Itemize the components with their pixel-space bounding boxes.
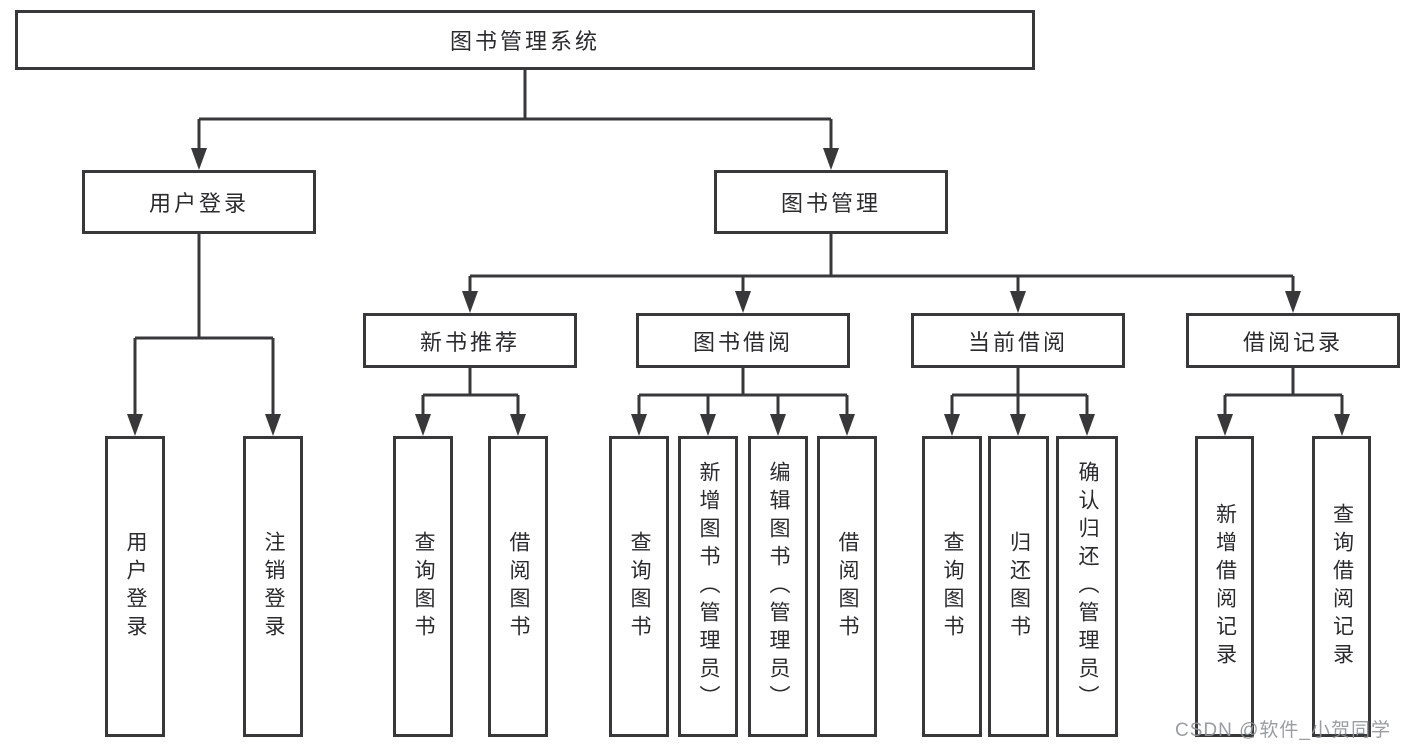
- node-root-label: 图书管理系统: [449, 29, 600, 54]
- leaf-cb-return-books: 归还图书: [988, 436, 1049, 737]
- leaf-nb-borrow-books-label: 借阅图书: [507, 530, 530, 643]
- arrowhead: [191, 148, 207, 170]
- arrowhead: [127, 414, 143, 436]
- node-book-borrowing-label: 图书借阅: [692, 329, 793, 355]
- node-new-book-recommend: 新书推荐: [363, 313, 577, 368]
- node-borrow-records: 借阅记录: [1186, 313, 1400, 368]
- node-book-management-label: 图书管理: [780, 191, 881, 216]
- leaf-bb-edit-books-admin-label: 编辑图书（管理员）: [767, 460, 790, 713]
- arrowhead: [823, 148, 839, 170]
- leaf-bb-query-books-label: 查询图书: [628, 530, 651, 643]
- arrowhead: [415, 414, 431, 436]
- arrowhead: [1010, 291, 1026, 313]
- leaf-bb-borrow-books: 借阅图书: [817, 436, 877, 737]
- leaf-logout: 注销登录: [243, 436, 303, 737]
- leaf-bb-edit-books-admin: 编辑图书（管理员）: [748, 436, 808, 737]
- leaf-logout-label: 注销登录: [262, 530, 285, 643]
- leaf-cb-confirm-return-admin-label: 确认归还（管理员）: [1076, 460, 1099, 713]
- arrowhead: [265, 414, 281, 436]
- arrowhead: [1334, 414, 1350, 436]
- node-root: 图书管理系统: [15, 10, 1035, 70]
- arrowhead: [510, 414, 526, 436]
- arrowhead: [631, 414, 647, 436]
- arrowhead: [700, 414, 716, 436]
- node-book-management: 图书管理: [714, 170, 948, 234]
- arrowhead: [462, 291, 478, 313]
- node-new-book-recommend-label: 新书推荐: [419, 329, 520, 355]
- node-user-login-label: 用户登录: [148, 191, 249, 216]
- leaf-br-query-record-label: 查询借阅记录: [1330, 502, 1354, 671]
- leaf-br-add-record-label: 新增借阅记录: [1213, 502, 1237, 671]
- arrowhead: [1079, 414, 1095, 436]
- arrowhead: [1010, 414, 1026, 436]
- leaf-nb-borrow-books: 借阅图书: [488, 436, 548, 737]
- arrowhead: [1285, 291, 1301, 313]
- leaf-bb-add-books-admin: 新增图书（管理员）: [678, 436, 738, 737]
- leaf-user-login-label: 用户登录: [124, 530, 147, 643]
- leaf-cb-confirm-return-admin: 确认归还（管理员）: [1056, 436, 1118, 737]
- leaf-nb-query-books-label: 查询图书: [412, 530, 435, 643]
- arrowhead: [944, 414, 960, 436]
- leaf-bb-query-books: 查询图书: [609, 436, 669, 737]
- leaf-user-login: 用户登录: [105, 436, 165, 737]
- node-borrow-records-label: 借阅记录: [1242, 329, 1343, 355]
- leaf-cb-query-books-label: 查询图书: [941, 530, 964, 643]
- leaf-nb-query-books: 查询图书: [393, 436, 453, 737]
- leaf-cb-return-books-label: 归还图书: [1007, 530, 1031, 643]
- leaf-bb-borrow-books-label: 借阅图书: [836, 530, 859, 643]
- node-current-borrowing: 当前借阅: [911, 313, 1125, 368]
- leaf-cb-query-books: 查询图书: [922, 436, 982, 737]
- arrowhead: [1217, 414, 1233, 436]
- leaf-br-query-record: 查询借阅记录: [1312, 436, 1371, 737]
- csdn-watermark: CSDN @软件_小贺同学: [1175, 720, 1391, 741]
- leaf-br-add-record: 新增借阅记录: [1195, 436, 1254, 737]
- arrowhead: [735, 291, 751, 313]
- node-current-borrowing-label: 当前借阅: [967, 329, 1068, 355]
- arrowhead: [770, 414, 786, 436]
- node-book-borrowing: 图书借阅: [636, 313, 850, 368]
- node-user-login: 用户登录: [82, 170, 316, 234]
- arrowhead: [839, 414, 855, 436]
- leaf-bb-add-books-admin-label: 新增图书（管理员）: [697, 460, 720, 713]
